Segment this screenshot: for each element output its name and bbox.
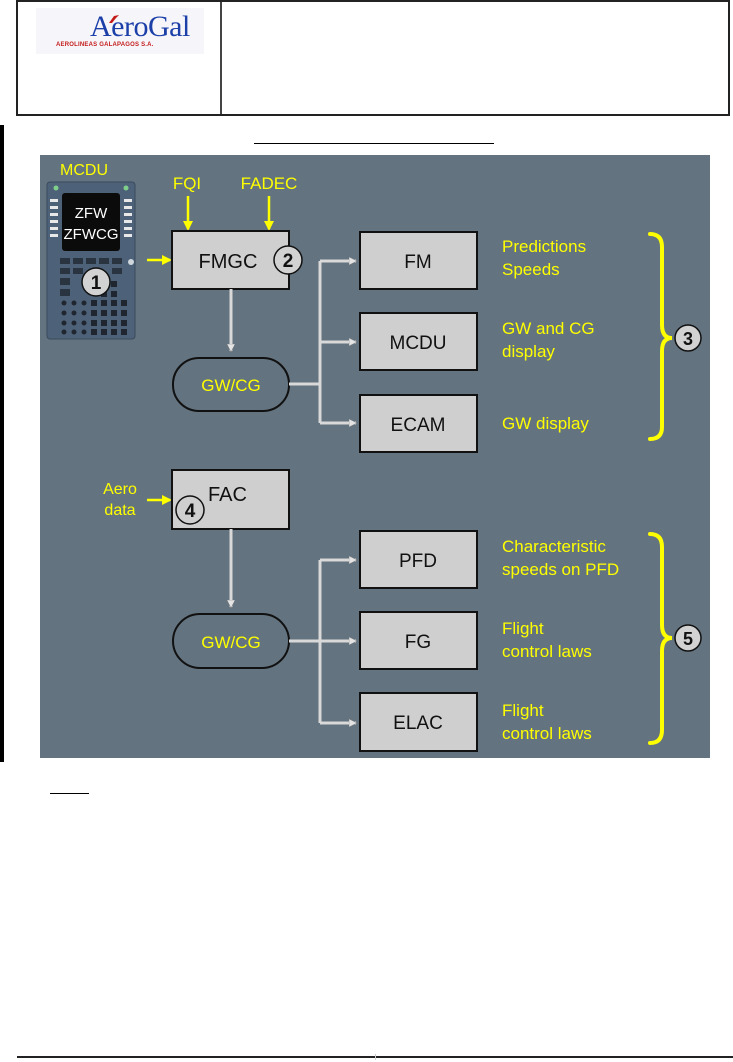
svg-text:4: 4 [185,501,196,522]
elac-desc-line-2: control laws [502,724,592,743]
svg-text:FM: FM [404,252,431,273]
svg-text:GW/CG: GW/CG [201,376,261,395]
pfd-desc-line-2: speeds on PFD [502,560,619,579]
pfd-desc-line-1: Characteristic [502,537,606,556]
aerogal-logo: AeroGal AEROLINEAS GALAPAGOS S.A. [36,8,204,54]
fadec-label: FADEC [241,174,298,193]
header-logo-cell: AeroGal AEROLINEAS GALAPAGOS S.A. [18,2,222,114]
svg-text:ELAC: ELAC [393,713,443,734]
document-header-table: AeroGal AEROLINEAS GALAPAGOS S.A. [16,0,730,116]
mcdu-screen-line-2: ZFWCG [64,226,119,243]
svg-text:2: 2 [283,251,294,272]
lower-fanout-connector [289,560,356,723]
svg-text:FAC: FAC [208,484,247,506]
diagram-canvas: MCDU ZFW ZFWCG [46,162,702,752]
svg-text:PFD: PFD [399,551,437,572]
lower-brace [648,532,673,745]
fmgc-box: FMGC [171,230,290,290]
upper-brace [648,232,673,441]
svg-text:FG: FG [405,632,431,653]
callout-2: 2 [273,245,303,275]
fg-desc-line-1: Flight [502,619,544,638]
header-title-cell [222,2,728,114]
svg-text:5: 5 [683,629,693,649]
fm-desc-line-2: Speeds [502,260,560,279]
gwcg-lower-pill: GW/CG [172,613,290,669]
footer-column-divider [375,1054,376,1060]
gwcg-upper-pill: GW/CG [172,357,290,412]
fg-desc-line-2: control laws [502,642,592,661]
fg-box: FG [359,611,478,670]
svg-text:MCDU: MCDU [390,333,447,354]
logo-wordmark: AeroGal [90,10,190,43]
fqi-label: FQI [173,174,201,193]
ecam-desc-line-1: GW display [502,414,589,433]
ecam-box: ECAM [359,394,478,453]
fm-box: FM [359,231,478,290]
svg-text:FMGC: FMGC [199,251,258,273]
elac-desc-line-1: Flight [502,701,544,720]
svg-text:1: 1 [91,273,102,294]
fm-desc-line-1: Predictions [502,237,586,256]
mcdu-desc-line-2: display [502,342,555,361]
bird-icon [109,15,119,23]
logo-tagline: AEROLINEAS GALAPAGOS S.A. [56,42,154,48]
mcdu-box: MCDU [359,312,478,371]
note-underline [50,793,89,794]
mcdu-title: MCDU [60,162,108,179]
callout-3: 3 [674,324,702,352]
aero-data-line-1: Aero [103,481,137,498]
section-title-underline [254,143,494,144]
callout-1: 1 [81,267,111,297]
revision-bar [0,125,4,762]
pfd-box: PFD [359,530,478,589]
mcdu-desc-line-1: GW and CG [502,319,595,338]
svg-text:3: 3 [683,329,693,349]
callout-4: 4 [175,495,205,525]
upper-fanout-connector [289,261,356,423]
mcdu-screen-line-1: ZFW [75,205,108,222]
gw-cg-flow-diagram: MCDU ZFW ZFWCG [40,155,710,758]
callout-5: 5 [674,624,702,652]
aero-data-line-2: data [104,502,135,519]
elac-box: ELAC [359,692,478,752]
svg-text:GW/CG: GW/CG [201,633,261,652]
mcdu-device: MCDU ZFW ZFWCG [46,162,136,340]
svg-text:ECAM: ECAM [391,415,446,436]
